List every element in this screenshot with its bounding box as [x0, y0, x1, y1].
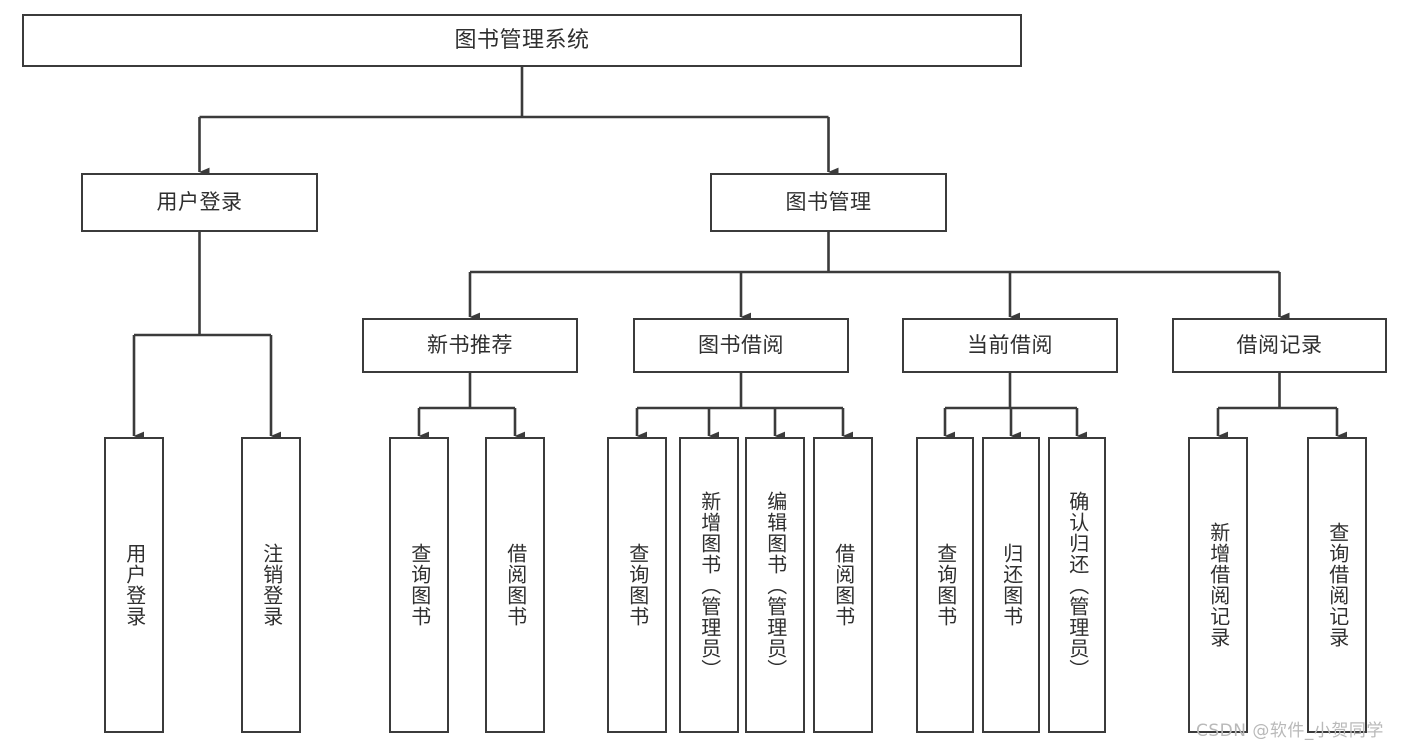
- node-label: 注销登录: [259, 543, 284, 627]
- node-leaf-borrow-3[interactable]: 编辑图书（管理员）: [745, 437, 805, 733]
- node-leaf-cur-1[interactable]: 查询图书: [916, 437, 974, 733]
- node-label: 用户登录: [156, 190, 243, 215]
- node-label: 图书借阅: [698, 333, 784, 358]
- node-bookmgmt[interactable]: 图书管理: [710, 173, 947, 232]
- node-label: 查询图书: [407, 543, 432, 627]
- node-newbook[interactable]: 新书推荐: [362, 318, 578, 373]
- node-leaf-rec-1[interactable]: 新增借阅记录: [1188, 437, 1248, 733]
- node-current[interactable]: 当前借阅: [902, 318, 1118, 373]
- node-leaf-borrow-2[interactable]: 新增图书（管理员）: [679, 437, 739, 733]
- node-root[interactable]: 图书管理系统: [22, 14, 1022, 67]
- node-leaf-cur-2[interactable]: 归还图书: [982, 437, 1040, 733]
- node-leaf-login-1[interactable]: 用户登录: [104, 437, 164, 733]
- node-leaf-cur-3[interactable]: 确认归还（管理员）: [1048, 437, 1106, 733]
- node-login[interactable]: 用户登录: [81, 173, 318, 232]
- node-records[interactable]: 借阅记录: [1172, 318, 1387, 373]
- node-label: 借阅记录: [1236, 333, 1323, 358]
- node-label: 用户登录: [122, 543, 147, 627]
- node-leaf-new-2[interactable]: 借阅图书: [485, 437, 545, 733]
- node-label: 新增借阅记录: [1206, 522, 1231, 648]
- node-label: 编辑图书（管理员）: [763, 490, 788, 680]
- node-label: 归还图书: [999, 543, 1024, 627]
- node-label: 图书管理: [785, 190, 872, 215]
- node-label: 借阅图书: [503, 543, 528, 627]
- node-leaf-borrow-4[interactable]: 借阅图书: [813, 437, 873, 733]
- node-label: 查询借阅记录: [1325, 522, 1350, 648]
- node-leaf-login-2[interactable]: 注销登录: [241, 437, 301, 733]
- node-label: 新书推荐: [427, 333, 513, 358]
- node-borrow[interactable]: 图书借阅: [633, 318, 849, 373]
- node-label: 借阅图书: [831, 543, 856, 627]
- node-label: 图书管理系统: [454, 27, 590, 53]
- node-leaf-borrow-1[interactable]: 查询图书: [607, 437, 667, 733]
- node-leaf-new-1[interactable]: 查询图书: [389, 437, 449, 733]
- csdn-watermark: CSDN @软件_小贺同学: [1196, 721, 1384, 741]
- node-label: 当前借阅: [967, 333, 1053, 358]
- node-leaf-rec-2[interactable]: 查询借阅记录: [1307, 437, 1367, 733]
- edge-group: [132, 67, 1348, 441]
- node-label: 确认归还（管理员）: [1065, 490, 1090, 680]
- node-label: 查询图书: [625, 543, 650, 627]
- node-label: 查询图书: [933, 543, 958, 627]
- node-label: 新增图书（管理员）: [697, 490, 722, 680]
